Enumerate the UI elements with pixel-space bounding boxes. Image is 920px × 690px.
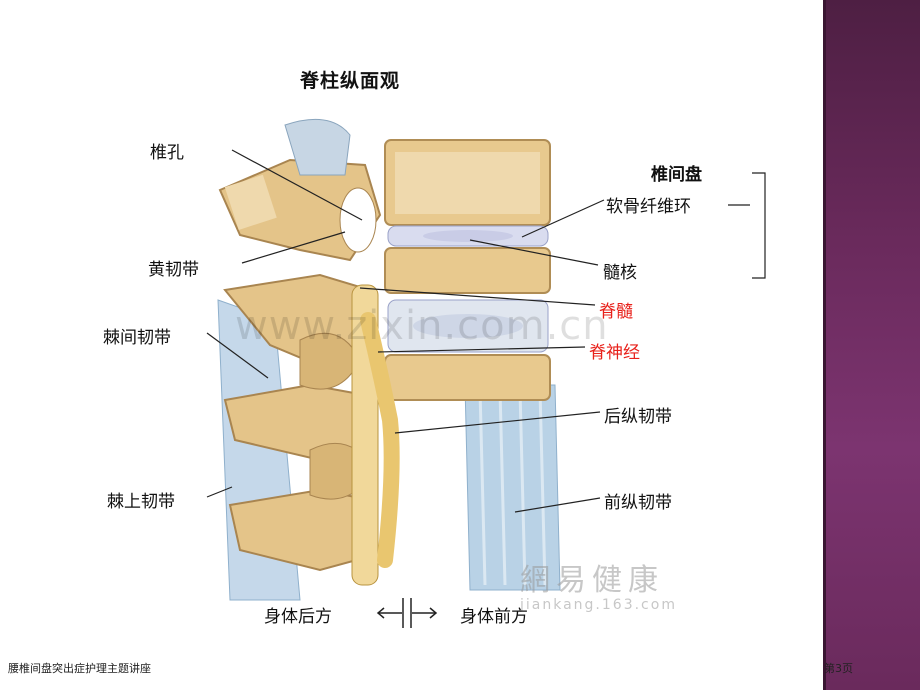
label-intervertebral-disc: 椎间盘 [651,160,702,185]
label-interspinous-ligament: 棘间韧带 [103,323,171,348]
label-ligamentum-flavum: 黄韧带 [148,255,199,280]
page-number: 第3页 [824,660,853,676]
spine-sagittal-figure: www.zixin.com.cn 脊柱纵面观 椎孔 黄韧带 棘间韧带 棘上韧带 … [0,0,823,650]
watermark-text: www.zixin.com.cn [235,303,609,349]
label-anterior-direction: 身体前方 [460,602,528,627]
label-anterior-longitudinal-ligament: 前纵韧带 [604,488,672,513]
logo-subtext: jiankang.163.com [520,597,677,613]
vertebral-body-2 [385,248,550,293]
label-posterior-direction: 身体后方 [264,602,332,627]
label-supraspinous-ligament: 棘上韧带 [107,487,175,512]
logo-text: 網易健康 [520,555,664,599]
label-spinal-cord: 脊髓 [599,297,633,322]
label-posterior-longitudinal-ligament: 后纵韧带 [604,402,672,427]
figure-title: 脊柱纵面观 [300,66,400,93]
label-spinal-nerve: 脊神经 [589,338,640,363]
label-nucleus-pulposus: 髓核 [603,258,637,283]
label-foramen: 椎孔 [150,138,184,163]
decorative-side-band [823,0,920,690]
vertebral-body-3 [385,355,550,400]
slide-footer: 腰椎间盘突出症护理主题讲座 [8,660,151,676]
label-annulus-fibrosus: 软骨纤维环 [606,192,691,217]
direction-arrows [378,598,436,628]
